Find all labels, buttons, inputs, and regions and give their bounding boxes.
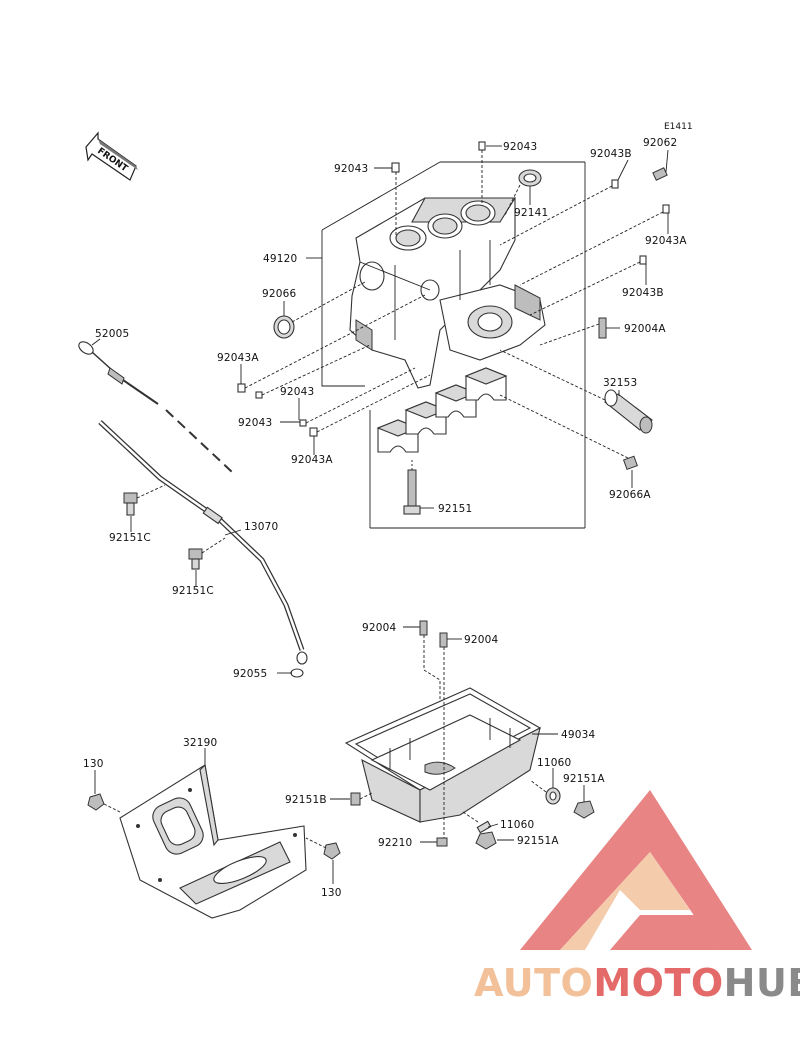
callout-92043B-top: 92043B: [590, 148, 632, 160]
callout-11060-a: 11060: [537, 757, 571, 769]
callout-92151: 92151: [438, 503, 472, 515]
watermark-text-moto: MOTO: [593, 961, 723, 1005]
callout-11060-b: 11060: [500, 819, 534, 831]
main-bearing-bolt: [403, 460, 421, 515]
callout-92141: 92141: [514, 207, 548, 219]
bolt-92151A-b: [475, 831, 497, 850]
callout-92151B: 92151B: [285, 794, 327, 806]
callout-92151C-a: 92151C: [109, 532, 151, 544]
plug-92066A: [499, 394, 638, 471]
bearing-caps: [376, 367, 508, 453]
callout-92004A: 92004A: [624, 323, 666, 335]
leader-lines: [91, 145, 669, 884]
callout-92043A-low: 92043A: [291, 454, 333, 466]
callout-92151A-a: 92151A: [563, 773, 605, 785]
callout-52005: 52005: [95, 328, 129, 340]
callout-49034: 49034: [561, 729, 596, 741]
callout-92151C-b: 92151C: [172, 585, 214, 597]
dowel-pins-left: [237, 294, 431, 437]
shaft-32153: [499, 349, 653, 434]
bolt-92151A-a: [573, 800, 595, 819]
callout-92043-mid: 92043: [280, 386, 314, 398]
callout-49120: 49120: [263, 253, 297, 265]
plug-92062: [652, 167, 668, 181]
callout-92210: 92210: [378, 837, 412, 849]
bolt-130-a: [87, 793, 121, 813]
bearing-cap: [464, 367, 508, 401]
callout-92043B-mid: 92043B: [622, 287, 664, 299]
callout-130-b: 130: [321, 887, 342, 899]
bolt-92151B: [350, 792, 373, 806]
callout-92043A-left: 92043A: [217, 352, 259, 364]
callout-92004-left: 92004: [362, 622, 397, 634]
callout-92151A-b: 92151A: [517, 835, 559, 847]
oil-seal-92141: [518, 169, 542, 187]
washer-11060-a: [529, 779, 561, 805]
callout-92066A: 92066A: [609, 489, 651, 501]
callout-92004-right: 92004: [464, 634, 499, 646]
dowel-pins-right: [499, 179, 670, 346]
watermark-logo: [520, 790, 752, 950]
callouts: 92043 92043 92043B 92062 92141 92043A 49…: [83, 137, 687, 899]
callout-13070: 13070: [244, 521, 278, 533]
callout-92043-left: 92043: [334, 163, 368, 175]
stud-92004A: [539, 317, 607, 346]
callout-92043-low: 92043: [238, 417, 272, 429]
diagram-code: E1411: [664, 122, 693, 132]
bolt-92151C-b: [188, 537, 226, 570]
callout-130-a: 130: [83, 758, 104, 770]
cylinder-block: [349, 197, 546, 389]
callout-92043A-right: 92043A: [645, 235, 687, 247]
dipstick-guide-13070: [98, 420, 308, 678]
dipstick-52005: [78, 341, 233, 473]
callout-92066: 92066: [262, 288, 297, 300]
watermark-text: AUTOMOTOHUB: [474, 961, 800, 1005]
callout-92062: 92062: [643, 137, 677, 149]
studs-92004: [419, 620, 448, 840]
bolt-92151C-a: [123, 484, 166, 516]
drain-plug-92210: [436, 837, 448, 847]
callout-32153: 32153: [603, 377, 637, 389]
washer-11060-b: [462, 811, 492, 834]
watermark-text-auto: AUTO: [474, 961, 593, 1005]
oil-pan-49034: [344, 687, 542, 823]
block-group-bracket: [321, 161, 586, 529]
callout-92055: 92055: [233, 668, 267, 680]
callout-92043-top: 92043: [503, 141, 537, 153]
front-arrow-icon: FRONT: [85, 131, 138, 181]
bolt-130-b: [305, 837, 341, 860]
skid-plate-32190: [119, 763, 307, 919]
watermark-text-hub: HUB: [724, 961, 800, 1005]
callout-32190: 32190: [183, 737, 217, 749]
